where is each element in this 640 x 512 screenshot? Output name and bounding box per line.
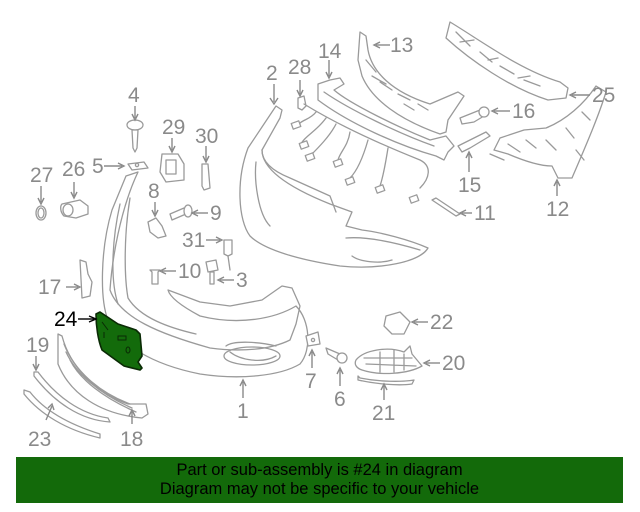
part-2-upper-bumper-cover[interactable] (239, 105, 429, 268)
part-info-banner: Part or sub-assembly is #24 in diagram D… (16, 457, 623, 503)
part-13-bracket[interactable] (357, 31, 465, 135)
callout-29[interactable]: 29 (162, 116, 185, 139)
part-16-push-clip[interactable] (459, 106, 490, 125)
part-25-reinforcement[interactable] (445, 21, 569, 101)
part-5-nut-clip[interactable] (127, 161, 149, 171)
callout-3[interactable]: 3 (236, 269, 248, 292)
banner-line-disclaimer: Diagram may not be specific to your vehi… (159, 480, 480, 498)
part-23-lower-trim[interactable] (23, 389, 101, 439)
callout-6[interactable]: 6 (334, 388, 346, 411)
part-7-nut[interactable] (305, 331, 321, 347)
part-22-cap[interactable] (383, 311, 411, 335)
callout-30[interactable]: 30 (195, 125, 218, 148)
part-3-bolt[interactable] (205, 259, 219, 285)
callout-19[interactable]: 19 (26, 334, 49, 357)
part-9-bolt[interactable] (169, 204, 193, 221)
part-14-cross-member[interactable] (317, 77, 455, 161)
part-26-sensor[interactable] (60, 199, 89, 219)
callout-14[interactable]: 14 (318, 40, 342, 63)
part-18-grille[interactable] (57, 333, 149, 419)
callout-27[interactable]: 27 (30, 164, 53, 187)
callout-23[interactable]: 23 (28, 428, 51, 451)
callout-13[interactable]: 13 (390, 34, 413, 57)
callout-28[interactable]: 28 (288, 56, 311, 79)
callout-4[interactable]: 4 (128, 84, 140, 107)
callout-1[interactable]: 1 (237, 400, 249, 423)
callout-20[interactable]: 20 (442, 352, 465, 375)
part-30-clip[interactable] (201, 163, 211, 191)
callout-16[interactable]: 16 (512, 100, 535, 123)
callout-11[interactable]: 11 (474, 202, 496, 225)
part-6-screw[interactable] (325, 347, 348, 364)
part-12-side-bracket[interactable] (489, 85, 607, 179)
part-24-license-plate-bracket[interactable] (95, 311, 143, 371)
callout-22[interactable]: 22 (430, 311, 453, 334)
part-29-module[interactable] (159, 153, 185, 183)
callout-labels: 2 28 14 13 25 16 15 12 11 4 5 29 30 27 2… (26, 34, 615, 451)
callout-12[interactable]: 12 (546, 198, 569, 221)
callout-8[interactable]: 8 (148, 180, 160, 203)
banner-line-part-number: Part or sub-assembly is #24 in diagram (176, 461, 463, 479)
callout-7[interactable]: 7 (305, 370, 317, 393)
part-21-trim-strip[interactable] (357, 375, 415, 386)
callout-9[interactable]: 9 (210, 202, 222, 225)
callout-2[interactable]: 2 (266, 62, 278, 85)
part-28-wiring-harness[interactable] (290, 95, 429, 204)
part-10-plug[interactable] (149, 269, 161, 285)
part-8-grommet[interactable] (147, 217, 167, 239)
callout-17[interactable]: 17 (38, 276, 61, 299)
part-4-screw[interactable] (126, 119, 144, 153)
callout-15[interactable]: 15 (458, 174, 481, 197)
callout-26[interactable]: 26 (62, 158, 85, 181)
part-31-sensor-clip[interactable] (223, 239, 233, 271)
part-19-trim-strip[interactable] (33, 371, 111, 423)
part-20-fog-lamp-grille[interactable] (354, 345, 423, 375)
leader-lines (32, 41, 590, 424)
callout-18[interactable]: 18 (120, 428, 143, 451)
callout-5[interactable]: 5 (92, 155, 104, 178)
part-27-ring[interactable] (35, 205, 47, 221)
callout-31[interactable]: 31 (182, 229, 205, 252)
callout-10[interactable]: 10 (178, 260, 201, 283)
callout-21[interactable]: 21 (372, 402, 395, 425)
callout-25[interactable]: 25 (592, 84, 615, 107)
part-17-side-bracket[interactable] (79, 259, 93, 299)
callout-24[interactable]: 24 (54, 308, 78, 331)
part-15-pin[interactable] (457, 131, 491, 153)
part-11-strip[interactable] (431, 197, 461, 217)
